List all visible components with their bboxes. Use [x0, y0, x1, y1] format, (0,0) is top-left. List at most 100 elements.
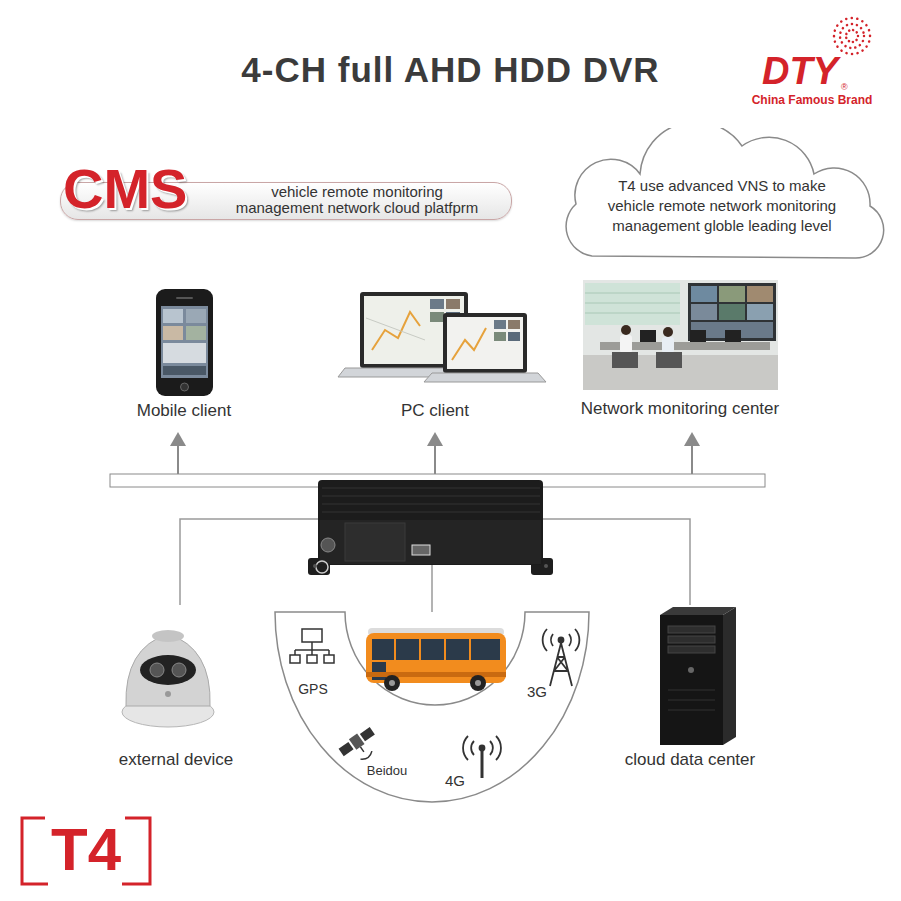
bus-picture-part	[444, 639, 446, 660]
caption-box: PC client	[295, 401, 575, 421]
tower-icon-part	[471, 741, 474, 755]
dvr-picture-part	[321, 538, 335, 552]
phone-picture-part	[163, 366, 206, 375]
laptop-picture-part	[494, 332, 506, 341]
caption-box: external device	[36, 750, 316, 770]
bus-picture-part	[469, 639, 471, 660]
satellite-icon-part	[339, 742, 354, 756]
bus-picture	[366, 628, 506, 691]
tower-icon-part	[543, 629, 547, 651]
monitoring-room-photo-part	[656, 352, 682, 368]
badge-bracket-part	[122, 818, 150, 884]
dvr-picture-part	[322, 504, 540, 505]
monitoring-room-photo-part	[585, 283, 680, 325]
monitoring-room-photo-part	[640, 330, 656, 342]
dvr-picture-part	[320, 520, 541, 564]
dvr-picture-part	[316, 561, 328, 573]
camera-picture-part	[172, 663, 186, 677]
monitoring-room-photo-part	[691, 304, 717, 320]
dvr-picture-part	[345, 523, 405, 561]
gps-icon-part	[302, 629, 322, 642]
wire-part	[180, 519, 690, 605]
monitoring-room-photo-part	[725, 330, 741, 342]
satellite-icon-part	[360, 747, 363, 752]
phone-picture-part	[161, 306, 208, 378]
server-picture-part	[668, 626, 715, 633]
bus-picture-part	[389, 680, 395, 686]
phone-picture-part	[156, 289, 213, 396]
caption-text: Mobile client	[44, 401, 324, 421]
banner-box: CMSvehicle remote monitoring management …	[60, 182, 512, 220]
tower-icon	[543, 629, 580, 686]
camera-picture-part	[165, 691, 171, 697]
logo-dots-part	[840, 24, 864, 48]
dvr-picture-part	[322, 512, 540, 513]
tower-icon-part	[480, 746, 485, 751]
bus-picture-part	[384, 675, 400, 691]
bus-picture-part	[394, 639, 396, 660]
server-picture-part	[668, 636, 715, 643]
banner-heading: CMS	[63, 161, 187, 217]
logo-text: DTY	[650, 50, 901, 94]
laptop-picture-part	[430, 299, 444, 309]
dvr-picture-part	[412, 545, 430, 555]
monitoring-room-photo-part	[612, 352, 638, 368]
icon-label: 3G	[387, 683, 687, 700]
caption-box: Network monitoring center	[540, 399, 820, 419]
bus-bar-part	[427, 432, 443, 446]
caption-box: Mobile client	[44, 401, 324, 421]
phone-picture-part	[163, 309, 183, 323]
monitoring-room-photo-part	[662, 337, 674, 353]
logo-slogan: China Famous Brand	[662, 94, 901, 108]
bus-picture-part	[419, 639, 421, 660]
phone-picture-part	[181, 383, 189, 391]
caption-text: external device	[36, 750, 316, 770]
banner-text: vehicle remote monitoring management net…	[229, 184, 485, 216]
dvr-picture-part	[322, 488, 540, 489]
gps-icon	[290, 629, 334, 663]
camera-picture-part	[140, 655, 196, 685]
monitoring-room-photo-part	[663, 327, 673, 337]
dvr-picture	[308, 480, 553, 575]
server-picture-part	[660, 607, 736, 615]
tower-icon-part	[481, 750, 484, 778]
phone-picture-part	[186, 326, 206, 340]
bus-picture-part	[366, 672, 506, 677]
cloud-outline-path	[566, 128, 884, 258]
server-picture-part	[668, 646, 715, 653]
laptop-picture-part	[366, 318, 425, 340]
laptop-picture-part	[446, 299, 460, 309]
laptop-picture-part	[452, 328, 486, 360]
tower-icon-part	[463, 736, 468, 760]
tower-icon-part	[496, 736, 501, 760]
camera-picture-part	[126, 634, 210, 706]
gps-icon-part	[307, 655, 317, 663]
dvr-picture-part	[322, 496, 540, 497]
laptop-picture-part	[508, 320, 520, 329]
camera-picture	[122, 630, 214, 727]
monitoring-room-photo-part	[585, 293, 680, 294]
bus-bar-part	[684, 432, 700, 446]
tower-icon-part	[550, 643, 572, 686]
icon-label: Beidou	[237, 764, 537, 779]
bus-picture-part	[470, 675, 486, 691]
server-picture-part	[688, 667, 694, 673]
dvr-picture-part	[313, 564, 317, 568]
laptop-picture-part	[494, 320, 506, 329]
tower-icon-part	[551, 634, 553, 646]
icon-label: GPS	[163, 681, 463, 697]
laptop-picture-part	[508, 332, 520, 341]
phone-picture-part	[163, 326, 183, 340]
gps-icon-part	[311, 642, 313, 650]
monitoring-room-photo-part	[620, 335, 632, 353]
bus-bar	[110, 432, 765, 487]
caption-text: cloud data center	[550, 750, 830, 770]
icon-label: 4G	[305, 772, 605, 789]
server-picture-part	[723, 607, 736, 745]
phone-picture	[156, 289, 213, 396]
bus-picture-part	[372, 639, 500, 660]
logo-dots	[834, 18, 870, 54]
laptop-picture-part	[443, 313, 527, 373]
registered-mark: ®	[841, 82, 848, 92]
